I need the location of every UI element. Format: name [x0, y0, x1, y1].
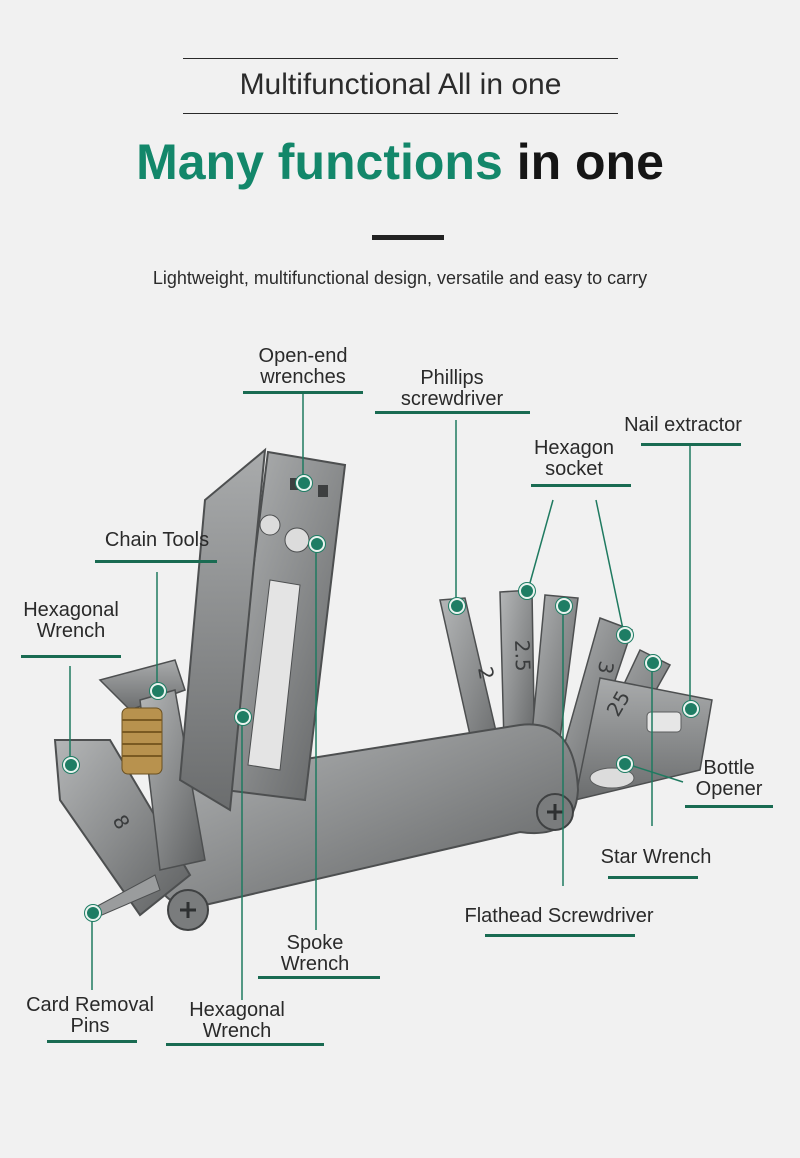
- underline-chain-tools: [95, 560, 217, 563]
- hex-socket-dot-1: [519, 583, 535, 599]
- nail-extractor-dot: [683, 701, 699, 717]
- headline-dark: in one: [516, 134, 664, 190]
- headline-divider: [372, 235, 444, 240]
- hex-socket-dot-2: [617, 627, 633, 643]
- underline-spoke-wrench: [258, 976, 380, 979]
- flathead-dot: [556, 598, 572, 614]
- underline-bottle-opener: [685, 805, 773, 808]
- label-spoke-wrench: Spoke Wrench: [280, 932, 350, 975]
- leader-lines: [69, 394, 691, 1000]
- label-nail-extractor: Nail extractor: [624, 414, 742, 436]
- spoke-wrench-dot: [309, 536, 325, 552]
- marking-2: 2: [473, 665, 499, 682]
- kicker-title: Multifunctional All in one: [239, 68, 562, 101]
- label-star-wrench: Star Wrench: [600, 846, 712, 868]
- hex-wrench-bottom-dot: [235, 709, 251, 725]
- card-pin-dot: [85, 905, 101, 921]
- label-phillips-screwdriver: Phillips screwdriver: [400, 367, 504, 410]
- kicker-rule-top: [183, 58, 618, 59]
- chain-tool-dot: [150, 683, 166, 699]
- marking-3: 3: [593, 659, 619, 676]
- open-end-wrench-dot: [296, 475, 312, 491]
- headline: Many functions in one: [0, 133, 800, 191]
- label-card-removal-pins: Card Removal Pins: [26, 994, 154, 1037]
- label-hexagonal-wrench-left: Hexagonal Wrench: [23, 599, 119, 642]
- star-wrench-dot: [645, 655, 661, 671]
- kicker-rule-bottom: [183, 113, 618, 114]
- underline-card-removal-pins: [47, 1040, 137, 1043]
- label-chain-tools: Chain Tools: [104, 529, 210, 551]
- underline-hexagonal-wrench-bottom: [166, 1043, 324, 1046]
- headline-green: Many functions: [136, 134, 503, 190]
- subheadline: Lightweight, multifunctional design, ver…: [152, 268, 648, 288]
- label-open-end-wrenches: Open-end wrenches: [258, 345, 348, 388]
- underline-flathead-screwdriver: [485, 934, 635, 937]
- underline-phillips-screwdriver: [375, 411, 530, 414]
- hex-wrench-left-dot: [63, 757, 79, 773]
- marking-2-5: 2.5: [510, 639, 535, 672]
- underline-hexagonal-wrench-left: [21, 655, 121, 658]
- phillips-dot: [449, 598, 465, 614]
- underline-open-end-wrenches: [243, 391, 363, 394]
- underline-star-wrench: [608, 876, 698, 879]
- underline-hexagon-socket: [531, 484, 631, 487]
- label-bottle-opener: Bottle Opener: [695, 757, 763, 800]
- underline-nail-extractor: [641, 443, 741, 446]
- label-hexagon-socket: Hexagon socket: [533, 437, 615, 480]
- label-flathead-screwdriver: Flathead Screwdriver: [464, 905, 654, 927]
- label-hexagonal-wrench-bottom: Hexagonal Wrench: [189, 999, 285, 1042]
- bottle-opener-dot: [617, 756, 633, 772]
